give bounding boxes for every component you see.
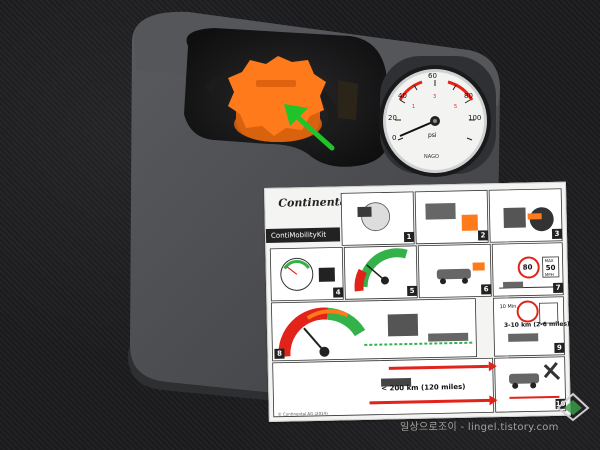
pressure-gauge: 0 20 40 60 80 100 1 3 5 psi NAGO <box>376 62 494 180</box>
gauge-unit: psi <box>428 132 437 139</box>
step-number-2: 2 <box>477 230 489 241</box>
gauge-brand: NAGO <box>424 154 439 160</box>
label-footer: © Continental AG (2014) <box>277 410 328 417</box>
step-number-3: 3 <box>551 228 563 239</box>
pressure-gauge-dial <box>379 65 491 177</box>
speed-limit-80: 80 <box>522 263 533 272</box>
gauge-inner-tick-1: 1 <box>412 104 416 110</box>
step-number-5: 5 <box>407 285 418 297</box>
watermark-text: 일상으로조이 - lingel.tistory.com <box>400 422 559 433</box>
instruction-label: Continental ContiMobilityKit <box>264 181 571 422</box>
gauge-tick-0: 0 <box>392 134 397 142</box>
inflator-unit: 0 20 40 60 80 100 1 3 5 psi NAGO Contine… <box>118 10 571 422</box>
max-label: MAX <box>544 257 554 264</box>
gauge-tick-100: 100 <box>468 114 482 122</box>
step-number-6: 6 <box>481 284 492 295</box>
distance-short: 3-10 km (2-6 miles) <box>503 320 570 330</box>
step-number-4: 4 <box>333 287 344 298</box>
speed-limit-50: 50 <box>545 263 556 273</box>
speed-limit-50-unit: MPH <box>544 271 554 278</box>
watermark-logo-icon <box>556 392 590 422</box>
min-label: 10 Min. <box>499 303 519 311</box>
instruction-diagrams <box>269 188 567 418</box>
gauge-inner-tick-5: 5 <box>454 104 458 110</box>
gauge-tick-40: 40 <box>398 92 407 100</box>
gauge-inner-tick-3: 3 <box>433 94 437 100</box>
step-number-9: 9 <box>554 342 565 353</box>
step-number-8: 8 <box>274 348 285 359</box>
gauge-tick-80: 80 <box>464 92 473 100</box>
gauge-tick-20: 20 <box>388 114 397 122</box>
gauge-tick-60: 60 <box>428 72 437 80</box>
green-arrow-icon <box>284 104 335 151</box>
step-number-1: 1 <box>403 231 415 243</box>
step-number-7: 7 <box>553 282 564 293</box>
